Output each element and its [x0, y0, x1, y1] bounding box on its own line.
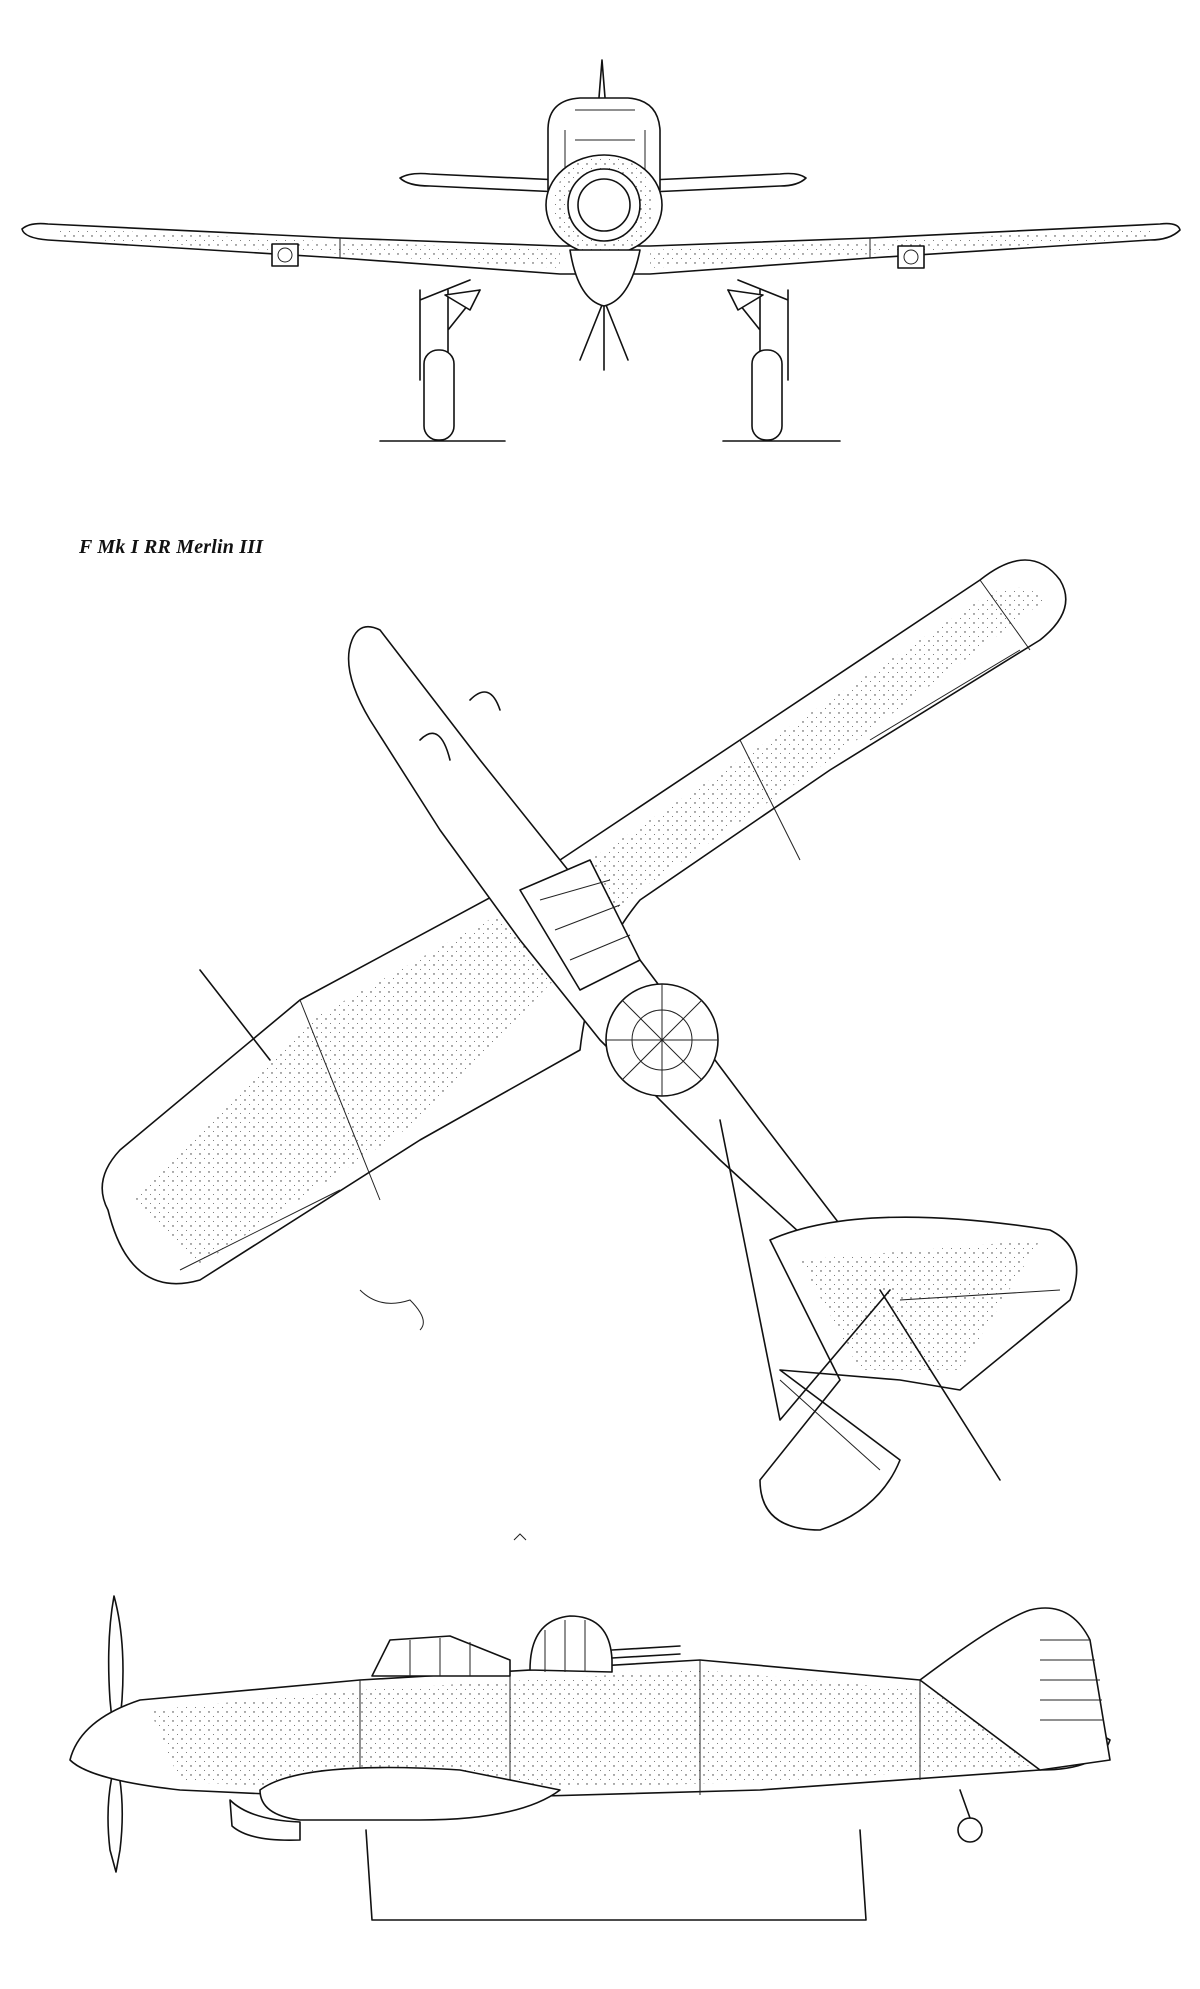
- side-wing-root: [259, 1766, 561, 1821]
- landing-gear-right: [727, 279, 789, 441]
- stray-mark: [359, 1289, 424, 1331]
- landing-gear-left: [419, 279, 481, 441]
- plan-view: [101, 559, 1078, 1531]
- tailwheel-line: [879, 1289, 1001, 1481]
- front-view: [21, 59, 1181, 442]
- plan-prop-blades: [419, 691, 501, 761]
- drawing-caption: F Mk I RR Merlin III: [79, 536, 264, 558]
- side-view: [69, 1595, 1111, 1921]
- prop-blades-bottom: [579, 299, 629, 371]
- wheel-right: [751, 349, 783, 441]
- chin-radiator: [569, 249, 641, 307]
- side-gear-lines: [365, 1829, 867, 1921]
- side-radiator: [229, 1799, 301, 1842]
- stray-mark-2: [513, 1533, 527, 1541]
- wing-port-marking-right: [897, 245, 925, 269]
- plan-canopy: [519, 859, 641, 991]
- aerial-mast: [199, 969, 271, 1061]
- turret-guns: [611, 1645, 681, 1659]
- side-canopy: [371, 1635, 511, 1677]
- aerial-wire: [719, 1119, 891, 1421]
- side-turret: [529, 1615, 613, 1673]
- side-tailwheel: [957, 1817, 983, 1843]
- wheel-left: [423, 349, 455, 441]
- wing-port-marking-left: [271, 243, 299, 267]
- spinner-front: [577, 178, 631, 232]
- side-fin: [919, 1607, 1111, 1771]
